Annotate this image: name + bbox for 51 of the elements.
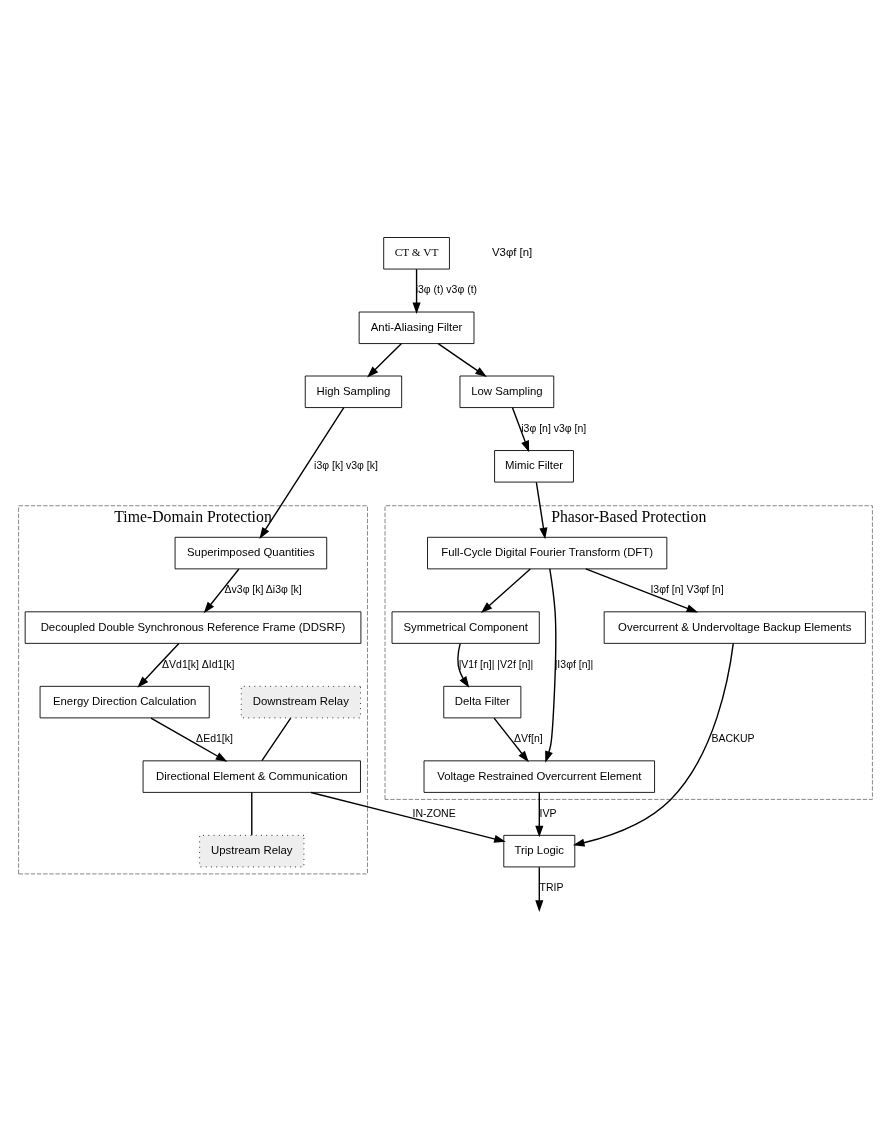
arrow [535,866,544,912]
node-box: Decoupled Double Synchronous Reference Frame (DDSRF) [24,611,362,644]
edge-label: IN-ZONE [412,806,456,819]
arrow [480,568,531,614]
node-box: Mimic Filter [494,450,574,483]
edge-label: i3φ [n] v3φ [n] [521,421,587,434]
node-box: Upstream Relay [199,834,305,868]
edge-label: ΔVd1[k] ΔId1[k] [162,657,235,670]
arrow [572,642,734,847]
arrow [150,717,228,762]
arrow [585,568,699,613]
arrow [493,717,529,763]
node-box: Symmetrical Component [391,611,540,644]
node-box: Full-Cycle Digital Fourier Transform (DFT) [427,536,668,570]
node-box: Anti-Aliasing Filter [358,311,475,344]
node-box: Downstream Relay [240,685,361,719]
connector [251,791,253,836]
node-box: Trip Logic [503,834,576,868]
arrow [310,791,506,843]
edge-label: IVP [539,806,557,819]
arrow [412,268,421,314]
label: V3φf [n] [491,246,533,259]
edge-label: |V1f [n]| |V2f [n]| [458,657,534,670]
arrow [137,642,180,688]
node-box: Low Sampling [459,375,555,408]
node-box: Directional Element & Communication [142,760,361,793]
arrow [511,407,530,453]
node-box: Delta Filter [443,685,522,719]
arrow [437,342,487,378]
connector [261,717,292,762]
arrow [545,568,557,763]
arrow [535,791,544,838]
arrow [457,642,470,688]
edge-label: i3φ [k] v3φ [k] [314,459,378,472]
arrow [535,481,548,540]
node-box: Energy Direction Calculation [39,685,210,719]
edge-label: |I3φf [n]| [554,657,594,670]
edge-label: ΔEd1[k] [196,732,233,745]
edge-label: ΔVf[n] [514,732,543,745]
node-box: Superimposed Quantities [174,536,328,570]
arrow [259,406,345,539]
node-box: High Sampling [304,375,403,408]
arrow [367,343,402,378]
edge-label: BACKUP [711,732,755,745]
arrow [203,568,240,614]
node-box: Overcurrent & Undervoltage Backup Elements [603,611,866,644]
edge-label: TRIP [539,881,564,894]
node-box: CT & VT [383,237,450,270]
edge-label: I3φf [n] V3φf [n] [650,583,724,596]
node-box: Voltage Restrained Overcurrent Element [423,760,655,793]
edge-label: Δv3φ [k] Δi3φ [k] [224,583,302,596]
